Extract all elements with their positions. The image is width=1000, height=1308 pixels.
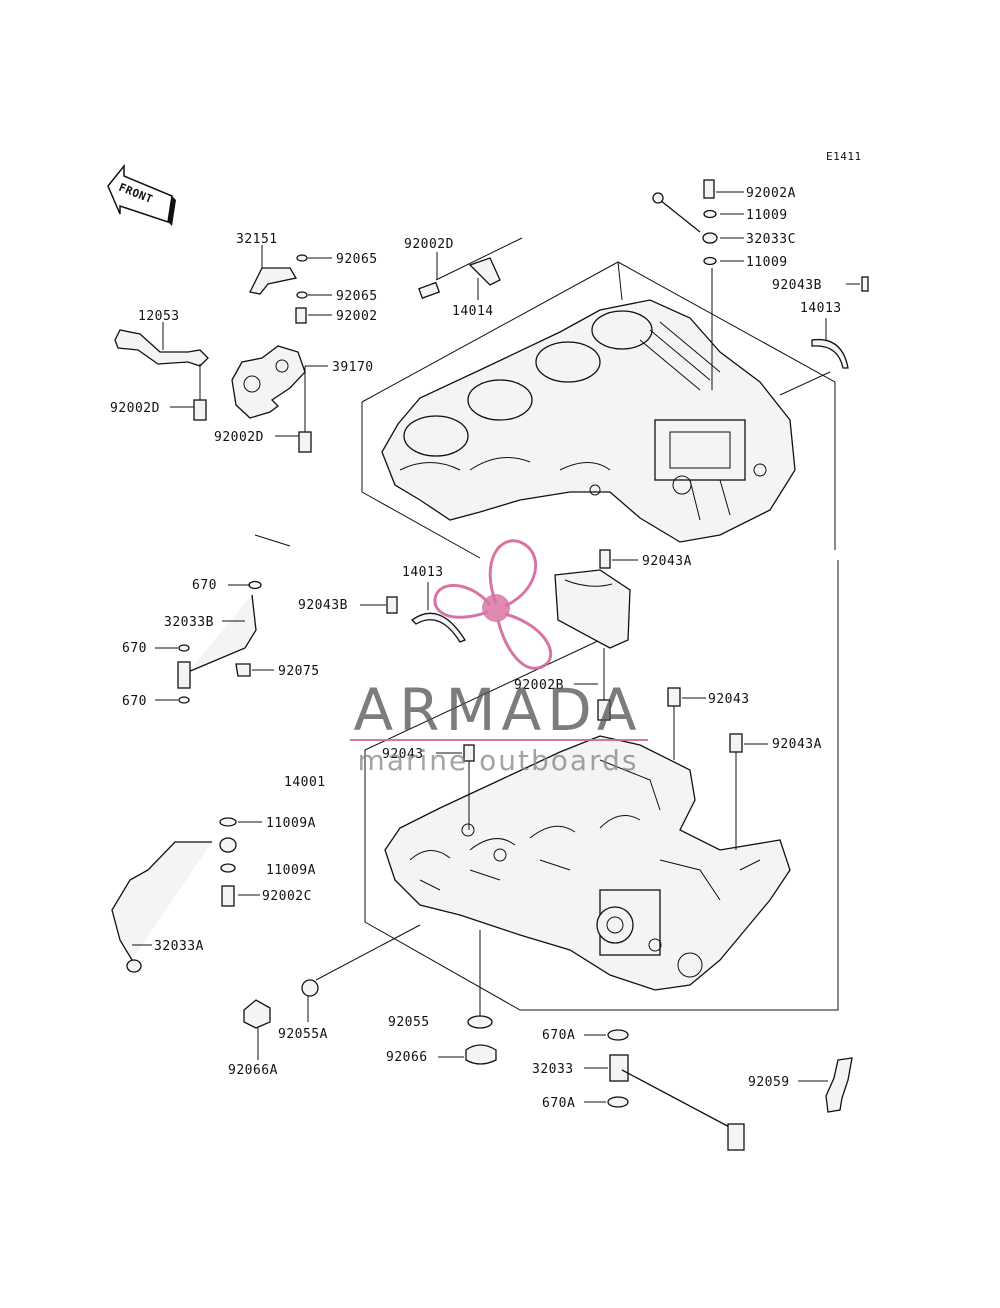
watermark-tagline: marine outboards (358, 744, 639, 777)
oil-pipe-32033a (111, 817, 237, 973)
part-label: 92066 (386, 1050, 428, 1065)
part-label: 11009 (746, 208, 788, 223)
part-label: 14014 (452, 304, 494, 319)
bracket-32151 (249, 245, 308, 324)
part-label: 670A (542, 1096, 575, 1111)
part-label: 92002D (214, 430, 264, 445)
part-label: 32033C (746, 232, 796, 247)
part-label: 92043A (642, 554, 692, 569)
part-label: 92002D (110, 401, 160, 416)
oil-pipe-32033 (607, 1029, 745, 1151)
o-ring-92055 (467, 1015, 493, 1029)
lower-crankcase (364, 560, 839, 1011)
part-label: 11009A (266, 863, 316, 878)
part-label: 92065 (336, 252, 378, 267)
part-label: 92002C (262, 889, 312, 904)
part-label: 39170 (332, 360, 374, 375)
part-label: 92075 (278, 664, 320, 679)
part-label: 670 (122, 694, 147, 709)
upper-crankcase (361, 261, 836, 559)
part-label: 32033A (154, 939, 204, 954)
part-label: 670A (542, 1028, 575, 1043)
bracket-12053 (114, 322, 209, 421)
part-label: 14013 (800, 301, 842, 316)
bearing-half-14013 (811, 338, 849, 369)
oil-pipe-32033c (652, 179, 718, 390)
watermark-brand: ARMADA (353, 676, 642, 744)
part-label: 92043B (298, 598, 348, 613)
part-label: 92002D (404, 237, 454, 252)
part-label: 32033B (164, 615, 214, 630)
part-label: 32151 (236, 232, 278, 247)
bearing-half-14013-mid (410, 612, 466, 643)
leader-lines (132, 191, 860, 1103)
o-ring-92055a (301, 979, 319, 997)
part-label: 670 (192, 578, 217, 593)
plug-92066a (243, 999, 271, 1029)
part-label: 14013 (402, 565, 444, 580)
plate-14014 (418, 237, 523, 300)
armada-watermark: ARMADA marine outboards (350, 539, 648, 777)
part-label: 14001 (284, 775, 326, 790)
plug-92066 (465, 1044, 497, 1065)
part-label: 92065 (336, 289, 378, 304)
front-arrow-icon: FRONT (107, 163, 176, 226)
part-label: 92043 (382, 747, 424, 762)
part-label: 92002B (514, 678, 564, 693)
oil-pump-39170 (231, 345, 312, 453)
part-label: 92059 (748, 1075, 790, 1090)
part-label: 92043 (708, 692, 750, 707)
part-label: 92055A (278, 1027, 328, 1042)
part-label: 92066A (228, 1063, 278, 1078)
part-label: 92002A (746, 186, 796, 201)
part-label: 32033 (532, 1062, 574, 1077)
oil-pipe-32033b (177, 580, 262, 704)
part-label: 92043B (772, 278, 822, 293)
propeller-logo-icon (433, 539, 553, 670)
bearing-cap (554, 549, 631, 721)
part-label: 92043A (772, 737, 822, 752)
fitting-92059 (825, 1057, 853, 1113)
dowel-pin-92043b-mid (386, 596, 398, 614)
part-labels: 92002A 11009 32033C 11009 92043B 14013 3… (110, 186, 842, 1111)
dowel-pin-92043 (667, 687, 681, 707)
part-label: 12053 (138, 309, 180, 324)
dowel-pin-92043b (861, 276, 869, 292)
part-label: 92055 (388, 1015, 430, 1030)
part-label: 11009A (266, 816, 316, 831)
part-label: 92002 (336, 309, 378, 324)
part-label: 11009 (746, 255, 788, 270)
dowel-pin-92043a (729, 733, 743, 753)
part-label: 670 (122, 641, 147, 656)
diagram-code: E1411 (826, 150, 862, 163)
